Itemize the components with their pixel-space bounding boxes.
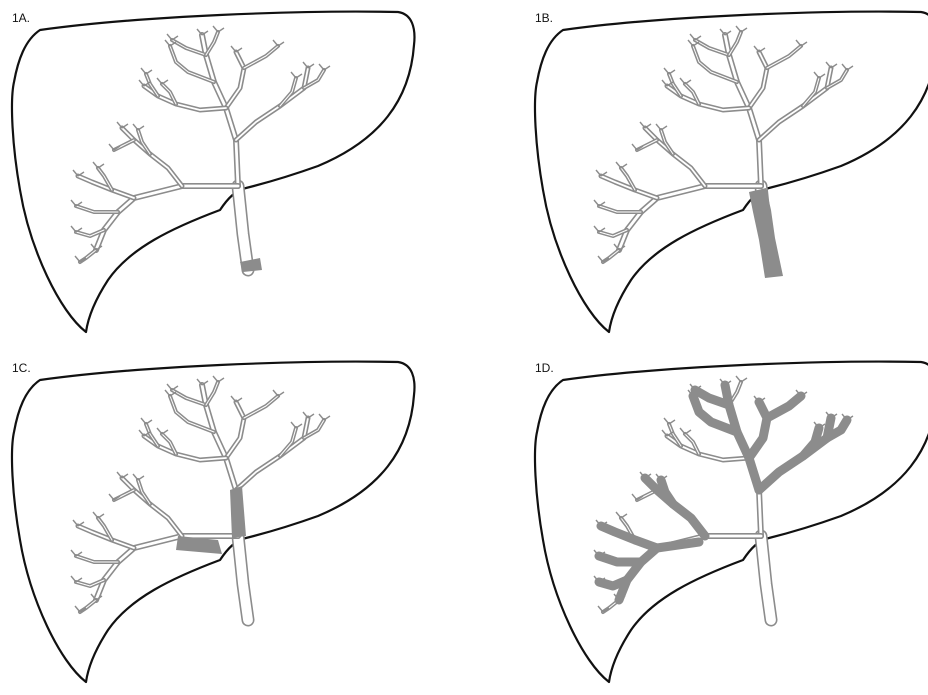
duct-tip-19	[71, 576, 82, 582]
duct-tip-19	[594, 226, 605, 232]
lesion-marker-right	[230, 486, 246, 538]
bile-duct-tree-icon	[594, 26, 853, 270]
duct-wall-18	[76, 556, 118, 562]
duct-wall-1	[96, 186, 238, 250]
duct-tip-17	[93, 512, 104, 518]
panel-label: 1A.	[12, 11, 30, 25]
duct-tip-7	[736, 26, 747, 32]
panel-label: 1D.	[535, 361, 554, 375]
dilated-duct-13	[619, 542, 699, 600]
duct-tip-4	[273, 390, 284, 396]
duct-tip-3	[231, 396, 242, 402]
bile-duct-tree-icon	[594, 376, 853, 620]
dilated-duct-11	[599, 556, 641, 562]
panel-label: 1C.	[12, 361, 31, 375]
duct-tip-6	[690, 34, 701, 40]
duct-tip-4	[273, 40, 284, 46]
duct-tip-2	[826, 62, 837, 68]
duct-tip-18	[71, 550, 82, 556]
duct-tip-0	[197, 379, 208, 385]
duct-tip-12	[141, 418, 152, 424]
duct-lumen-trunk	[761, 536, 771, 620]
duct-tip-6	[167, 384, 178, 390]
liver-diagram: 1C.	[0, 350, 405, 695]
duct-tip-16	[596, 170, 607, 176]
duct-tip-3	[231, 46, 242, 52]
panel-1a: 1A.	[0, 0, 405, 345]
bile-duct-tree-icon	[71, 376, 330, 620]
liver-diagram: 1A.	[0, 0, 405, 345]
lesion-marker	[749, 188, 783, 278]
panel-1c: 1C.	[0, 350, 405, 695]
duct-tip-16	[73, 520, 84, 526]
duct-tip-19	[71, 226, 82, 232]
bile-duct-tree-icon	[71, 26, 330, 270]
duct-lumen-trunk	[238, 186, 248, 270]
duct-tip-4	[796, 40, 807, 46]
duct-tip-13	[117, 122, 128, 128]
duct-lumen-trunk	[238, 536, 248, 620]
duct-tip-12	[664, 418, 675, 424]
duct-tip-2	[303, 412, 314, 418]
dilated-duct-2	[749, 402, 767, 458]
panel-1d: 1D.	[523, 350, 928, 695]
duct-tip-2	[303, 62, 314, 68]
duct-tip-11	[157, 78, 168, 84]
duct-tip-14	[133, 124, 144, 130]
duct-tip-17	[616, 512, 627, 518]
duct-tip-12	[141, 68, 152, 74]
duct-tip-9	[842, 64, 853, 70]
duct-lumen-10	[667, 86, 749, 110]
duct-tip-11	[680, 428, 691, 434]
duct-lumen-10	[144, 436, 226, 460]
duct-tip-11	[157, 428, 168, 434]
duct-tip-8	[814, 72, 825, 78]
liver-outline-icon	[12, 362, 414, 682]
duct-wall-18	[599, 206, 641, 212]
liver-diagram: 1D.	[523, 350, 928, 695]
duct-tip-6	[167, 34, 178, 40]
liver-outline-icon	[12, 12, 414, 332]
panel-label: 1B.	[535, 11, 553, 25]
duct-tip-16	[73, 170, 84, 176]
duct-tip-17	[616, 162, 627, 168]
duct-tip-7	[213, 376, 224, 382]
duct-tip-11	[680, 78, 691, 84]
duct-lumen-10	[144, 86, 226, 110]
panel-1b: 1B.	[523, 0, 928, 345]
duct-tip-0	[720, 29, 731, 35]
duct-tip-7	[736, 376, 747, 382]
duct-lumen-1	[96, 186, 238, 250]
duct-tip-9	[319, 64, 330, 70]
duct-tip-12	[664, 68, 675, 74]
duct-tip-13	[640, 122, 651, 128]
duct-tip-8	[291, 422, 302, 428]
duct-tip-9	[319, 414, 330, 420]
duct-tip-18	[71, 200, 82, 206]
duct-tip-3	[754, 46, 765, 52]
dilated-duct-6	[803, 428, 819, 456]
liver-diagram: 1B.	[523, 0, 928, 345]
duct-tip-7	[213, 26, 224, 32]
duct-tip-18	[594, 200, 605, 206]
duct-tip-13	[117, 472, 128, 478]
duct-wall-18	[76, 206, 118, 212]
duct-tip-14	[656, 124, 667, 130]
duct-tip-8	[291, 72, 302, 78]
duct-lumen-1	[619, 186, 761, 250]
duct-tip-0	[197, 29, 208, 35]
duct-wall-1	[619, 186, 761, 250]
duct-tip-14	[133, 474, 144, 480]
duct-tip-17	[93, 162, 104, 168]
dilated-duct-3	[767, 396, 801, 418]
